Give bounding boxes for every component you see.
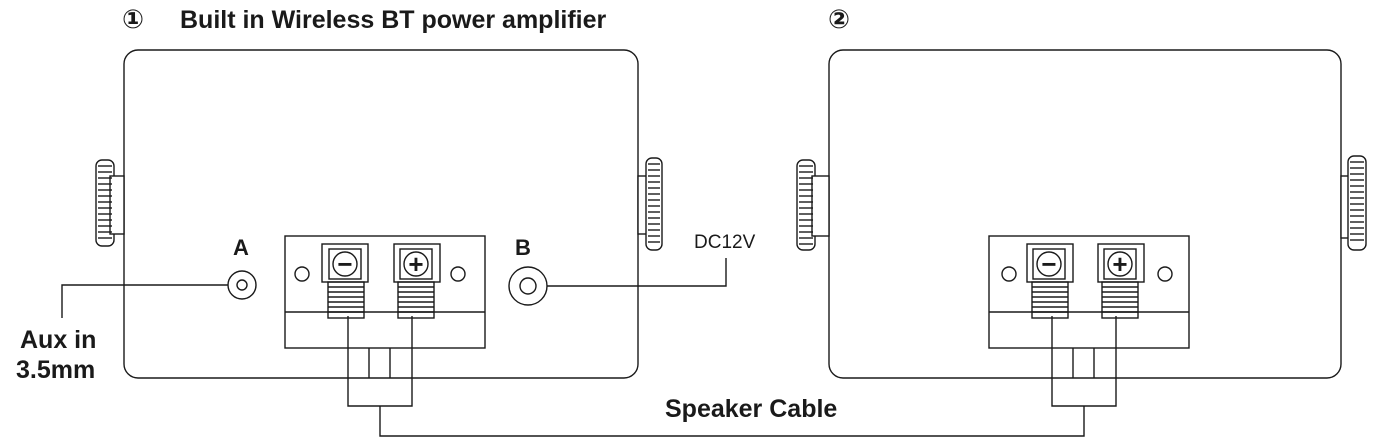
unit1-right-knob	[637, 157, 663, 251]
unit2-plus-symbol: +	[1112, 249, 1127, 279]
unit1-minus-symbol: −	[337, 249, 352, 279]
unit1-plus-symbol: +	[408, 249, 423, 279]
unit1-number: ①	[122, 4, 144, 34]
aux-label-line2: 3.5mm	[16, 356, 95, 384]
speaker-cable-label: Speaker Cable	[665, 395, 837, 423]
unit2-number: ②	[828, 4, 850, 34]
unit1-enclosure	[123, 49, 639, 379]
unit2-right-knob	[1340, 155, 1367, 251]
port-b-label: B	[515, 235, 531, 260]
unit1-speaker-cable	[347, 316, 413, 407]
port-a-label: A	[233, 235, 249, 260]
dc-leader-line	[547, 258, 727, 287]
connecting-speaker-cable	[379, 406, 1085, 437]
unit1-wire-stubs	[368, 348, 391, 378]
unit2-speaker-cable	[1051, 316, 1117, 407]
dc-jack	[508, 266, 548, 306]
aux-jack	[227, 270, 257, 300]
unit2-minus-symbol: −	[1041, 249, 1056, 279]
unit2-terminal-block	[988, 235, 1190, 349]
aux-label-line1: Aux in	[20, 326, 96, 354]
unit2-enclosure	[828, 49, 1342, 379]
aux-leader-line	[61, 284, 228, 318]
dc-label: DC12V	[694, 232, 756, 253]
unit1-title: Built in Wireless BT power amplifier	[180, 6, 607, 34]
unit1-terminal-block	[284, 235, 486, 349]
unit2-wire-stubs	[1072, 348, 1095, 378]
unit2-left-knob	[796, 159, 830, 251]
unit1-left-knob	[95, 159, 125, 247]
